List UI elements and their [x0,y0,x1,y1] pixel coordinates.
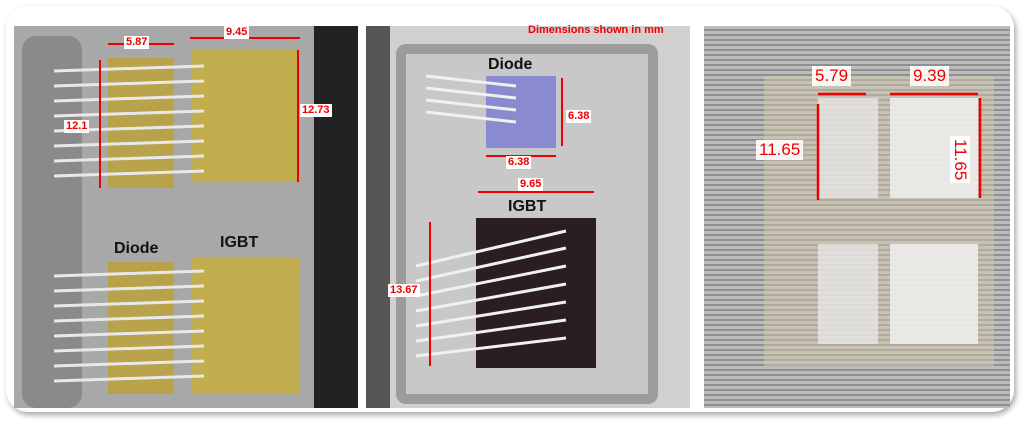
diode-label: Diode [114,240,159,257]
photo-panel-3: 5.79 9.39 11.65 11.65 [704,26,1010,408]
igbt-width-label: 9.65 [518,178,544,191]
module-photo-2 [366,26,690,408]
igbt-label: IGBT [220,234,259,251]
diode-width-label: 6.38 [506,156,532,169]
diode-width-label: 5.87 [124,36,150,49]
igbt-width-label: 9.45 [224,26,250,39]
height-right-label: 11.65 [950,136,970,184]
igbt-width-label: 9.39 [910,66,950,86]
module-photo-1 [14,26,358,408]
igbt-height-label: 13.67 [388,284,420,297]
photo-panel-1: 5.87 9.45 12.1 12.73 Diode IGBT [14,26,358,408]
photo-panel-2: Diode 6.38 6.38 9.65 IGBT 13.67 [366,26,690,408]
diode-height-label: 6.38 [566,110,592,123]
module-photo-3 [764,76,994,366]
diode-label: Diode [488,56,533,73]
igbt-label: IGBT [508,198,547,215]
dimensions-note: Dimensions shown in mm [528,24,664,36]
height-left-label: 11.65 [756,140,804,160]
diode-height-label: 12.1 [64,120,90,133]
diode-width-label: 5.79 [812,66,852,86]
igbt-height-label: 12.73 [300,104,332,117]
